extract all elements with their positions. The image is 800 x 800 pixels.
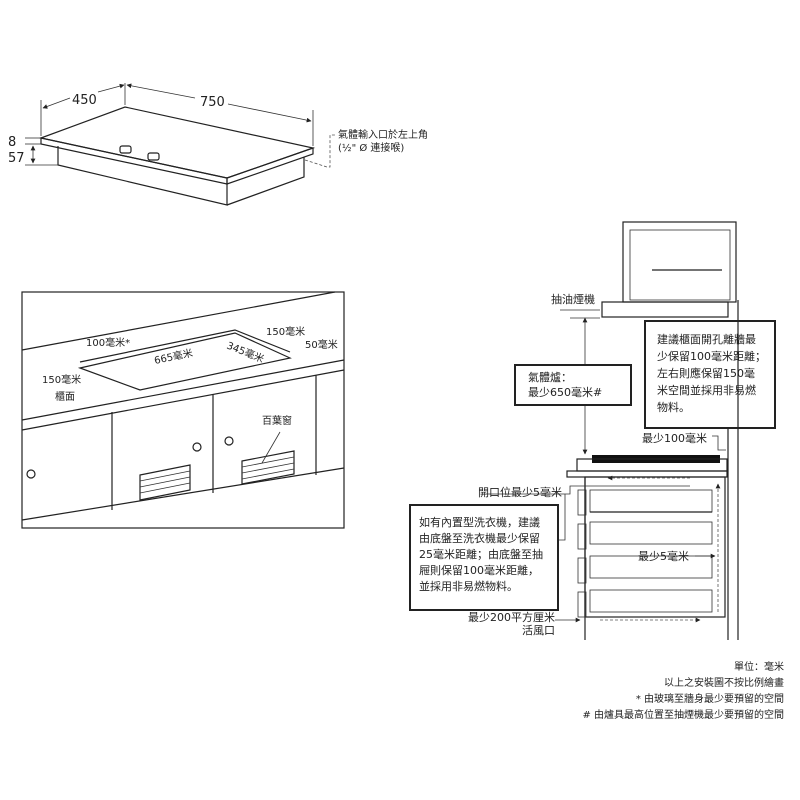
- cutout-diagram: 100毫米* 665毫米 345毫米 150毫米 50毫米 150毫米 櫃面 百…: [21, 291, 345, 529]
- gas-hob-clearance-box: [514, 364, 632, 406]
- body-height-dimension: 57: [8, 151, 25, 166]
- drawers: [577, 489, 713, 618]
- wall-note-line: 物料。: [657, 400, 690, 414]
- hood-label: 抽油煙機: [551, 292, 595, 306]
- wall-clearance-note-box: [644, 320, 776, 429]
- gas-inlet-label: 氣體輸入口於左上角: [338, 128, 428, 141]
- side-clearance-left-label: 150毫米: [42, 373, 81, 386]
- wall-note-line: 左右則應保留150毫: [657, 366, 755, 380]
- knob-icon: [119, 145, 132, 154]
- vent-label: 活風口: [522, 624, 555, 637]
- section-diagram: 抽油煙機 氣體爐： 最少650毫米# 建議櫃面開孔離牆最 少保留100毫米距離；…: [409, 221, 776, 640]
- washer-note-line: 屜則保留100毫米距離，: [419, 563, 539, 577]
- cutout-opening: [77, 332, 292, 391]
- handle-icon: [224, 436, 234, 446]
- opening-min-5-label: 開口位最少5毫米: [478, 485, 562, 499]
- wall-note-line: 少保留100毫米距離；: [657, 349, 766, 363]
- gas-inlet-connector-label: (½" Ø 連接喉): [338, 141, 404, 154]
- wall-note-line: 建議櫃面開孔離牆最: [657, 332, 756, 346]
- cutout-width-label: 665毫米: [153, 346, 194, 367]
- louvre-label: 百葉窗: [262, 414, 292, 427]
- width-dimension: 750: [200, 95, 225, 110]
- front-clearance-label: 50毫米: [305, 338, 338, 351]
- notes: 單位：毫米 以上之安裝圖不按比例繪畫 * 由玻璃至牆身最少要預留的空間 # 由爐…: [582, 660, 784, 721]
- side-clearance-right-label: 150毫米: [266, 325, 305, 338]
- hob-3d-view: 450 750 8 57 氣體輸入口於左上角 (½" Ø 連接喉): [8, 83, 428, 206]
- gas-hob-min-650: 最少650毫米#: [528, 385, 602, 399]
- upper-cabinet: [622, 221, 737, 303]
- washer-note-line: 由底盤至洗衣機最少保留: [419, 531, 540, 545]
- washer-note-line: 25毫米距離；由底盤至抽: [419, 547, 543, 561]
- handle-icon: [192, 442, 202, 452]
- star-note: * 由玻璃至牆身最少要預留的空間: [636, 692, 784, 705]
- louvre-icon: [139, 464, 191, 501]
- airflow-arrows: [600, 475, 721, 623]
- washer-note-line: 如有內置型洗衣機，建議: [419, 515, 540, 529]
- glass-thickness-dimension: 8: [8, 135, 16, 150]
- worktop-label: 櫃面: [55, 390, 75, 403]
- knob-icon: [147, 152, 160, 161]
- unit-note: 單位：毫米: [734, 660, 784, 673]
- washer-note-box: [409, 504, 559, 611]
- rear-clearance-label: 100毫米*: [86, 336, 130, 349]
- base-cabinet: [584, 476, 726, 618]
- gas-hob-box-text: 氣體爐：: [528, 370, 572, 384]
- depth-dimension: 450: [72, 93, 97, 108]
- washer-note-line: 並採用非易燃物料。: [419, 579, 518, 593]
- handle-icon: [26, 469, 36, 479]
- hash-note: # 由爐具最高位置至抽煙機最少要預留的空間: [582, 708, 784, 721]
- range-hood: [601, 301, 729, 318]
- vent-area-label: 最少200平方厘米: [468, 610, 555, 624]
- cutout-depth-label: 345毫米: [225, 339, 266, 366]
- min-100-label: 最少100毫米: [642, 431, 707, 445]
- louvre-icon: [241, 450, 295, 485]
- scale-note: 以上之安裝圖不按比例繪畫: [664, 676, 784, 689]
- wall-note-line: 米空間並採用非易燃: [657, 383, 756, 397]
- min-5-label: 最少5毫米: [638, 549, 689, 563]
